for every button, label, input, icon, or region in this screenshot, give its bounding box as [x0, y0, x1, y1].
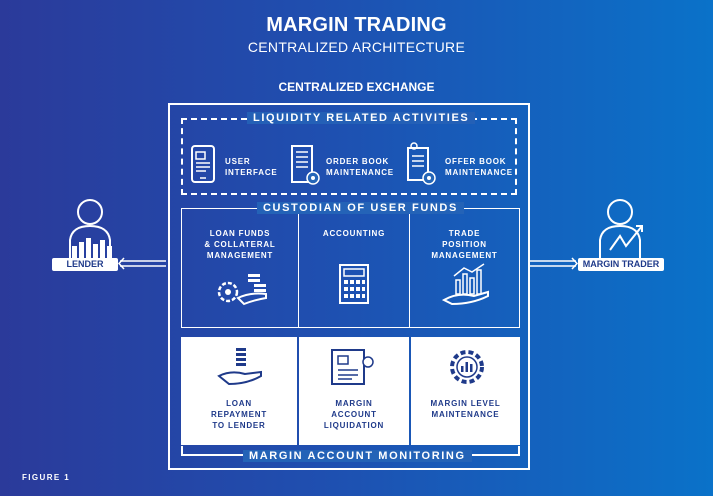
trade-position-panel [409, 208, 520, 328]
coins-hand-icon [214, 268, 270, 313]
coin-hand-icon [217, 346, 267, 395]
lender-arrow [117, 257, 168, 276]
lender-person-icon [62, 196, 124, 267]
phone-icon [190, 144, 216, 189]
trader-arrow [530, 257, 579, 276]
chart-hand-icon [441, 262, 492, 311]
accounting-text: ACCOUNTING [322, 229, 386, 238]
offer-book-icon [404, 142, 438, 191]
lender-label: LENDER [52, 258, 118, 271]
figure-label: FIGURE 1 [22, 473, 71, 482]
trader-person-icon [592, 196, 654, 267]
monitoring-label: MARGIN ACCOUNT MONITORING [243, 450, 472, 462]
diagram-subtitle: CENTRALIZED ARCHITECTURE [247, 39, 466, 55]
liquidity-label: LIQUIDITY RELATED ACTIVITIES [247, 112, 476, 124]
document-icon [330, 348, 376, 393]
liquidation-panel [299, 337, 409, 445]
calculator-icon [338, 263, 370, 310]
diagram-title: MARGIN TRADING [266, 14, 447, 36]
margin-level-panel [411, 337, 520, 445]
custodian-label: CUSTODIAN OF USER FUNDS [257, 202, 464, 214]
order-book-icon [290, 144, 322, 191]
exchange-box [168, 103, 530, 470]
exchange-label: CENTRALIZED EXCHANGE [278, 80, 435, 94]
gear-chart-icon [447, 347, 487, 392]
trader-label: MARGIN TRADER [578, 258, 664, 271]
